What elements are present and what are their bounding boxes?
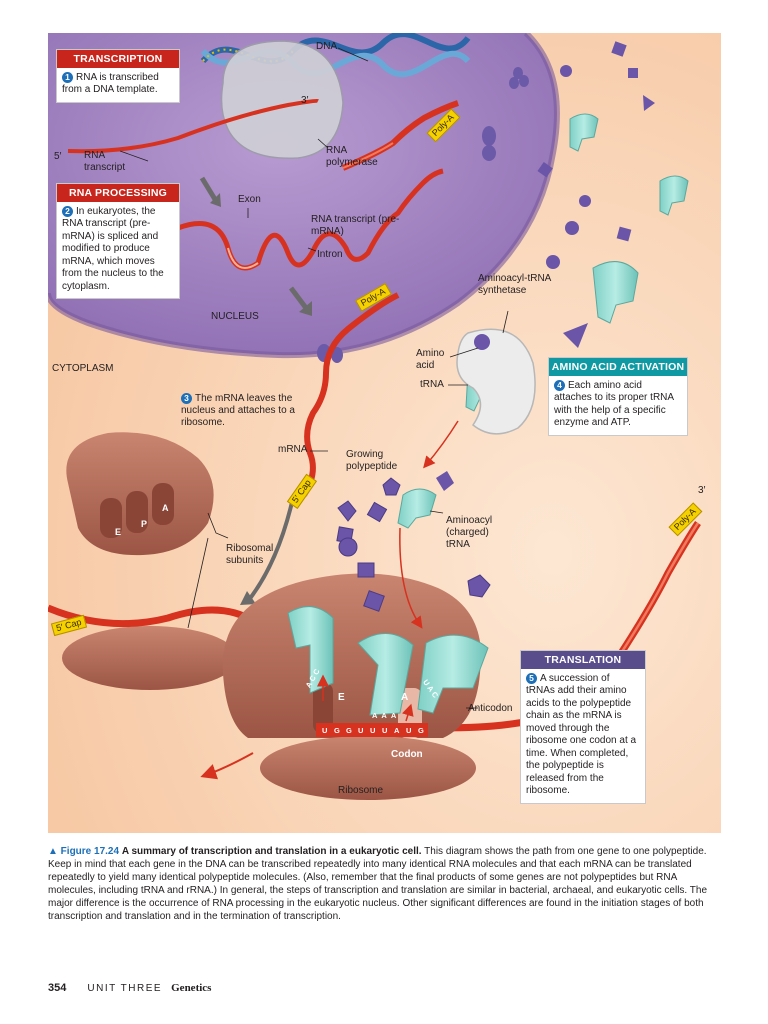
unit-label: UNIT THREE (87, 983, 163, 994)
codon-5: U (382, 726, 388, 735)
label-rna-transcript-pre: RNA transcript (pre-mRNA) (311, 214, 400, 237)
activation-arrow (423, 420, 459, 469)
translation-box-text: A succession of tRNAs add their amino ac… (526, 672, 637, 797)
caption-title: A summary of transcription and translati… (121, 846, 422, 857)
codon-1: G (334, 726, 340, 735)
label-aminoacyl-trna-synthetase: Aminoacyl-tRNA synthetase (478, 273, 551, 296)
codon-strip (316, 723, 428, 737)
rna-processing-box-title: RNA PROCESSING (57, 184, 179, 202)
label-anticodon: Anticodon (468, 703, 513, 714)
label-aminoacyl-charged-trna: Aminoacyl (charged) tRNA (446, 515, 493, 550)
mrna-direction-arrow (200, 752, 254, 780)
codon-8: G (418, 726, 424, 735)
ribosome-small-subunit (260, 736, 476, 800)
translation-box-title: TRANSLATION (521, 651, 645, 669)
section-label: Genetics (171, 982, 212, 994)
transcription-box-title: TRANSCRIPTION (57, 50, 179, 68)
label-nucleus: NUCLEUS (211, 311, 259, 322)
site-p-free: P (141, 519, 148, 529)
label-growing-polypeptide: Growing polypeptide (346, 449, 398, 472)
nuclear-envelope (48, 33, 560, 359)
rna-processing-box-text: In eukaryotes, the RNA transcript (pre-m… (62, 205, 164, 292)
export-arrow (289, 286, 308, 310)
rna-transcript-strand (67, 98, 319, 154)
label-exon: Exon (238, 194, 261, 205)
amino-acid-activation-box-text: Each amino acid attaches to its proper t… (554, 379, 674, 429)
step-number-1: 1 (62, 71, 73, 83)
site-a-ribosome: A (401, 692, 409, 703)
codon-2: G (346, 726, 352, 735)
site-e-ribosome: E (338, 692, 345, 703)
trna-channel-e (313, 683, 333, 733)
page-number: 354 (48, 982, 67, 994)
label-rna-polymerase: RNA polymerase (326, 145, 378, 168)
label-3-prime-right: 3′ (698, 485, 706, 496)
label-rna-transcript: RNA transcript (84, 150, 126, 173)
trna-free (569, 113, 689, 324)
trna-sites-free (100, 483, 174, 538)
subunit-arrow (246, 497, 295, 603)
trna-charged (397, 488, 437, 529)
figure-caption: ▲ Figure 17.24 A summary of transcriptio… (48, 845, 724, 923)
label-cytoplasm: CYTOPLASM (52, 363, 114, 374)
page-footer: 354 UNIT THREE Genetics (48, 982, 211, 994)
label-amino-acid: Amino acid (416, 348, 445, 371)
label-5-prime-left: 5′ (54, 151, 62, 162)
trna-left (287, 606, 334, 694)
mrna-exit-strand (301, 292, 400, 497)
caption-text: This diagram shows the path from one gen… (48, 846, 708, 922)
step-number-3: 3 (181, 393, 192, 404)
codon-6: A (394, 726, 400, 735)
ribosome-small-subunit-free (62, 626, 238, 690)
label-ribosomal-subunits: Ribosomal subunits (226, 543, 274, 566)
label-ribosome: Ribosome (338, 785, 384, 796)
transcription-box-text: RNA is transcribed from a DNA template. (62, 71, 159, 96)
caption-figure-label: ▲ Figure 17.24 (48, 846, 120, 857)
step-number-4: 4 (554, 379, 565, 391)
step-number-2: 2 (62, 205, 73, 217)
label-intron: Intron (317, 249, 343, 260)
label-trna: tRNA (420, 379, 444, 390)
processing-arrow (199, 176, 219, 203)
leader-lines (119, 47, 509, 709)
polypeptide-chain (336, 477, 491, 612)
codon-0: U (322, 726, 328, 735)
aminoacyl-trna-synthetase (456, 328, 536, 435)
anticodon-middle: AAA (372, 711, 401, 720)
nuclear-pores (317, 67, 529, 363)
amino-acid-activation-box-title: AMINO ACID ACTIVATION (549, 358, 687, 376)
amino-acids-free (436, 41, 655, 491)
site-a-free: A (162, 503, 169, 513)
codon-7: U (406, 726, 412, 735)
label-codon: Codon (391, 749, 423, 760)
label-3-prime-top: 3′ (301, 95, 309, 106)
site-e-free: E (115, 527, 122, 537)
trna-middle (357, 633, 414, 716)
codon-3: U (358, 726, 364, 735)
trna-right (417, 634, 489, 714)
trna-entry-arrow (399, 527, 423, 629)
rna-polymerase (220, 40, 344, 160)
codon-4: U (370, 726, 376, 735)
step-number-5: 5 (526, 672, 537, 684)
label-mrna: mRNA (278, 444, 308, 455)
label-dna: DNA (316, 41, 338, 52)
step3-text: The mRNA leaves the nucleus and attaches… (181, 393, 295, 428)
